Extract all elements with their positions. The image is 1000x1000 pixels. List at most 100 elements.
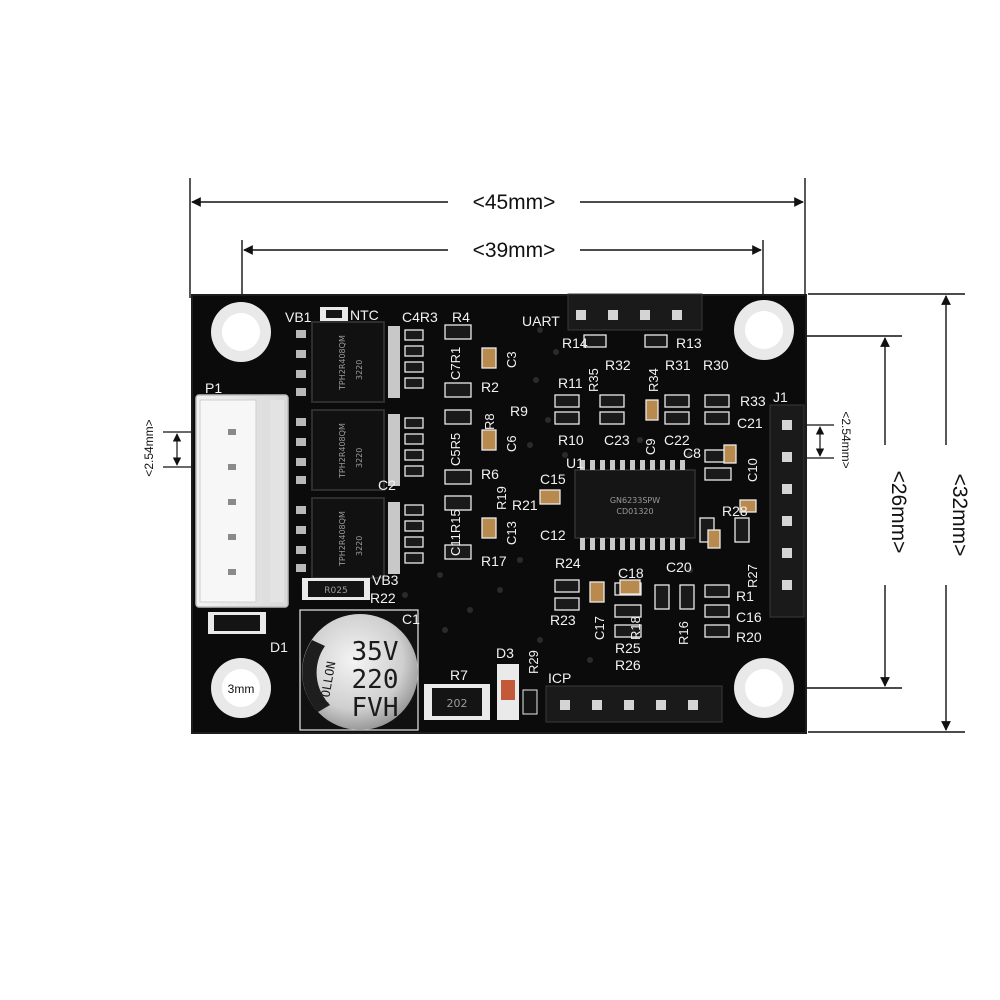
height-outer-label: <32mm> bbox=[948, 474, 971, 557]
svg-text:C2: C2 bbox=[378, 477, 396, 493]
svg-text:C9: C9 bbox=[643, 438, 658, 455]
svg-text:R4: R4 bbox=[452, 309, 470, 325]
pcb-board bbox=[191, 294, 807, 734]
height-inner-label: <26mm> bbox=[887, 471, 910, 554]
svg-text:3220: 3220 bbox=[355, 448, 364, 468]
svg-text:R10: R10 bbox=[558, 432, 584, 448]
r7-resistor: 202 bbox=[424, 684, 490, 720]
svg-text:R6: R6 bbox=[481, 466, 499, 482]
svg-text:R29: R29 bbox=[526, 650, 541, 674]
svg-text:202: 202 bbox=[447, 697, 468, 710]
svg-text:R11: R11 bbox=[558, 375, 583, 391]
svg-text:C23: C23 bbox=[604, 432, 630, 448]
svg-text:R14: R14 bbox=[562, 335, 588, 351]
mosfets: TPH2R408QM 3220 TPH2R408QM 3220 TPH2R408… bbox=[296, 321, 400, 579]
r25-shunt: R025 bbox=[302, 578, 370, 600]
electrolytic-capacitor: 35V 220 FVH FOLLON bbox=[299, 609, 419, 731]
pitch-right-label: <2.54mm> bbox=[839, 411, 853, 468]
cap-series: FVH bbox=[352, 693, 399, 723]
svg-text:C1: C1 bbox=[402, 611, 420, 627]
uart-header bbox=[567, 293, 703, 331]
svg-text:R32: R32 bbox=[605, 357, 631, 373]
silk-p1: P1 bbox=[205, 380, 222, 396]
svg-text:VB3: VB3 bbox=[372, 572, 399, 588]
svg-text:J1: J1 bbox=[773, 389, 788, 405]
svg-text:R18: R18 bbox=[628, 616, 643, 640]
svg-text:R26: R26 bbox=[615, 657, 641, 673]
svg-text:C10: C10 bbox=[745, 458, 760, 482]
svg-text:R25: R25 bbox=[615, 640, 641, 656]
ntc-pad bbox=[320, 307, 348, 321]
svg-text:UART: UART bbox=[522, 313, 560, 329]
width-inner-label: <39mm> bbox=[473, 239, 556, 262]
svg-text:C16: C16 bbox=[736, 609, 762, 625]
svg-text:D3: D3 bbox=[496, 645, 514, 661]
svg-text:R22: R22 bbox=[370, 590, 396, 606]
svg-text:TPH2R408QM: TPH2R408QM bbox=[338, 423, 347, 479]
svg-text:R1: R1 bbox=[736, 588, 754, 604]
svg-text:C12: C12 bbox=[540, 527, 566, 543]
silkscreen-labels: VB1 NTC C4R3 R4 UART R14 R13 R35 R32 R34… bbox=[270, 307, 788, 686]
u1-ic: GN6233SPW CD01320 bbox=[574, 460, 696, 550]
svg-text:TPH2R408QM: TPH2R408QM bbox=[338, 511, 347, 567]
svg-text:R28: R28 bbox=[722, 503, 748, 519]
svg-text:R34: R34 bbox=[646, 368, 661, 392]
svg-text:R8: R8 bbox=[482, 413, 497, 430]
svg-text:TPH2R408QM: TPH2R408QM bbox=[338, 335, 347, 391]
svg-text:U1: U1 bbox=[566, 455, 584, 471]
svg-text:R13: R13 bbox=[676, 335, 702, 351]
svg-text:R19: R19 bbox=[494, 486, 509, 510]
svg-text:C13: C13 bbox=[504, 521, 519, 545]
svg-text:C17: C17 bbox=[592, 616, 607, 640]
svg-text:R27: R27 bbox=[745, 564, 760, 588]
svg-text:C7R1: C7R1 bbox=[448, 347, 463, 380]
svg-text:ICP: ICP bbox=[548, 670, 571, 686]
cap-voltage: 35V bbox=[352, 637, 399, 667]
svg-text:C4R3: C4R3 bbox=[402, 309, 438, 325]
svg-text:R21: R21 bbox=[512, 497, 538, 513]
svg-text:C8: C8 bbox=[683, 445, 701, 461]
diodes bbox=[208, 612, 538, 720]
mosfet-2: TPH2R408QM 3220 bbox=[296, 409, 400, 491]
svg-text:3220: 3220 bbox=[355, 536, 364, 556]
svg-text:C15: C15 bbox=[540, 471, 566, 487]
mosfet-1: TPH2R408QM 3220 bbox=[296, 321, 400, 403]
svg-text:C18: C18 bbox=[618, 565, 644, 581]
cap-value: 220 bbox=[352, 665, 399, 695]
svg-text:R2: R2 bbox=[481, 379, 499, 395]
svg-text:C5R5: C5R5 bbox=[448, 433, 463, 466]
svg-text:GN6233SPW: GN6233SPW bbox=[610, 496, 660, 505]
pitch-left-label: <2.54mm> bbox=[142, 419, 156, 476]
passive-components bbox=[404, 324, 757, 638]
svg-text:R24: R24 bbox=[555, 555, 581, 571]
hole-size-label: 3mm bbox=[228, 682, 255, 696]
svg-text:C6: C6 bbox=[504, 435, 519, 452]
svg-text:CD01320: CD01320 bbox=[616, 507, 653, 516]
mosfet-3: TPH2R408QM 3220 bbox=[296, 497, 400, 579]
svg-text:R30: R30 bbox=[703, 357, 729, 373]
icp-header bbox=[545, 685, 723, 723]
svg-text:R7: R7 bbox=[450, 667, 468, 683]
svg-text:C21: C21 bbox=[737, 415, 763, 431]
dimension-annotations: <45mm> <39mm> <32mm> <26mm> <2.54mm> <2.… bbox=[142, 178, 971, 733]
svg-text:R23: R23 bbox=[550, 612, 576, 628]
svg-text:R35: R35 bbox=[586, 368, 601, 392]
svg-text:VB1: VB1 bbox=[285, 309, 312, 325]
svg-text:D1: D1 bbox=[270, 639, 288, 655]
svg-text:C3: C3 bbox=[504, 351, 519, 368]
p1-connector: P1 bbox=[195, 380, 289, 608]
svg-text:C22: C22 bbox=[664, 432, 690, 448]
svg-text:R16: R16 bbox=[676, 621, 691, 645]
svg-text:R9: R9 bbox=[510, 403, 528, 419]
j1-header bbox=[769, 404, 805, 618]
svg-text:R33: R33 bbox=[740, 393, 766, 409]
width-outer-label: <45mm> bbox=[473, 191, 556, 214]
svg-text:C11R15: C11R15 bbox=[448, 509, 463, 556]
svg-text:C20: C20 bbox=[666, 559, 692, 575]
svg-text:R17: R17 bbox=[481, 553, 507, 569]
svg-text:NTC: NTC bbox=[350, 307, 379, 323]
mounting-holes: 3mm bbox=[211, 300, 794, 718]
svg-text:R20: R20 bbox=[736, 629, 762, 645]
svg-text:R025: R025 bbox=[324, 586, 347, 596]
